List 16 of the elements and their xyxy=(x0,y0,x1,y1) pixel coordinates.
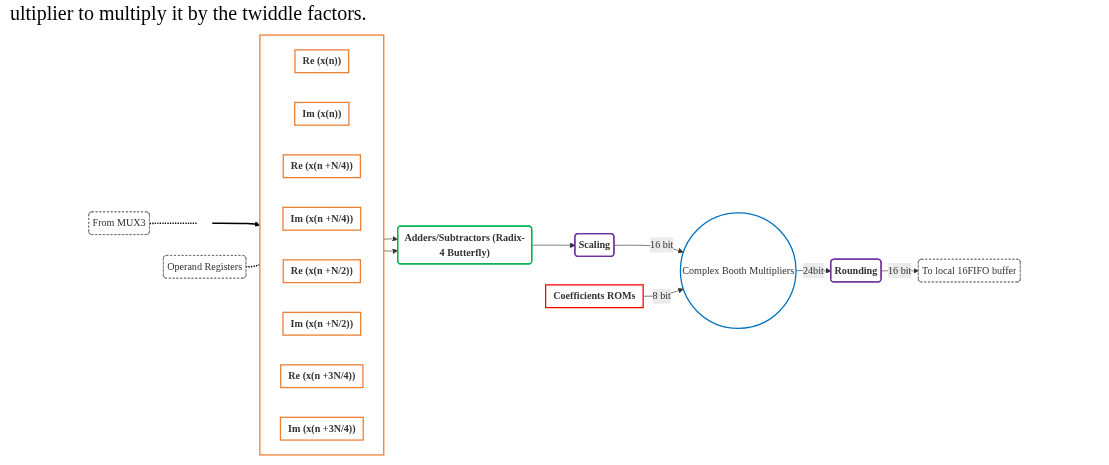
cluster xyxy=(259,34,385,456)
edge-label: 16 bit xyxy=(888,264,912,276)
edge-label: 8 bit xyxy=(652,290,671,302)
node-box: Coefficients ROMs xyxy=(545,284,644,309)
node-box: Re (x(n)) xyxy=(294,49,350,74)
node-box: Im (x(n +N/2)) xyxy=(282,311,362,336)
node-box: Re (x(n +N/2)) xyxy=(282,259,361,284)
note-text: ultiplier to multiply it by the twiddle factors. xyxy=(10,2,367,24)
edge-label: 16 bit xyxy=(650,239,674,251)
node-box: Re (x(n +3N/4)) xyxy=(280,364,364,389)
edge-label: 24bit xyxy=(802,264,824,276)
node-box: Im (x(n +3N/4)) xyxy=(279,416,364,441)
node-circle: Complex Booth Multipliers xyxy=(679,212,797,330)
node-box: Re (x(n +N/4)) xyxy=(282,154,361,179)
node-box: Im (x(n)) xyxy=(294,101,350,126)
node-box: Im (x(n +N/4)) xyxy=(282,206,362,231)
